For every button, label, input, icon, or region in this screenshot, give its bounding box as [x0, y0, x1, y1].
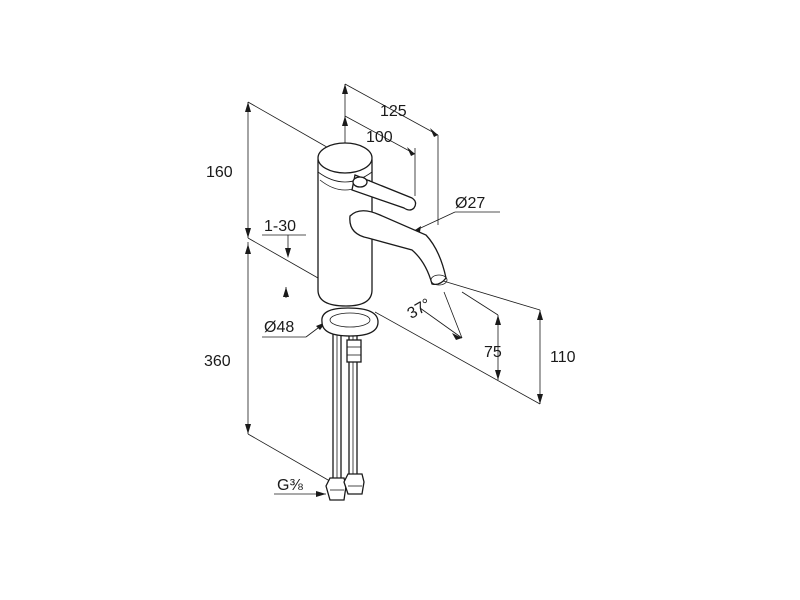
- dimension-100: 100: [366, 129, 393, 146]
- dimension-360: 360: [204, 353, 231, 370]
- dimension-arrows: [245, 84, 543, 497]
- dimension-160: 160: [206, 164, 233, 181]
- dimension-diameter-48: Ø48: [264, 319, 294, 336]
- dimension-diameter-27: Ø27: [455, 195, 485, 212]
- dimension-75: 75: [484, 344, 502, 361]
- dimension-125: 125: [380, 103, 407, 120]
- dimension-lines: [247, 83, 541, 495]
- dimension-g-thread: G⅜: [277, 477, 303, 494]
- dimension-labels: 125 100 160 Ø27 1-30 37° Ø48 360 75 110 …: [204, 103, 576, 494]
- dimension-angle-37: 37°: [405, 296, 434, 323]
- faucet-body: [317, 142, 448, 501]
- dimension-1-30: 1-30: [264, 218, 296, 235]
- dimension-110: 110: [550, 349, 576, 366]
